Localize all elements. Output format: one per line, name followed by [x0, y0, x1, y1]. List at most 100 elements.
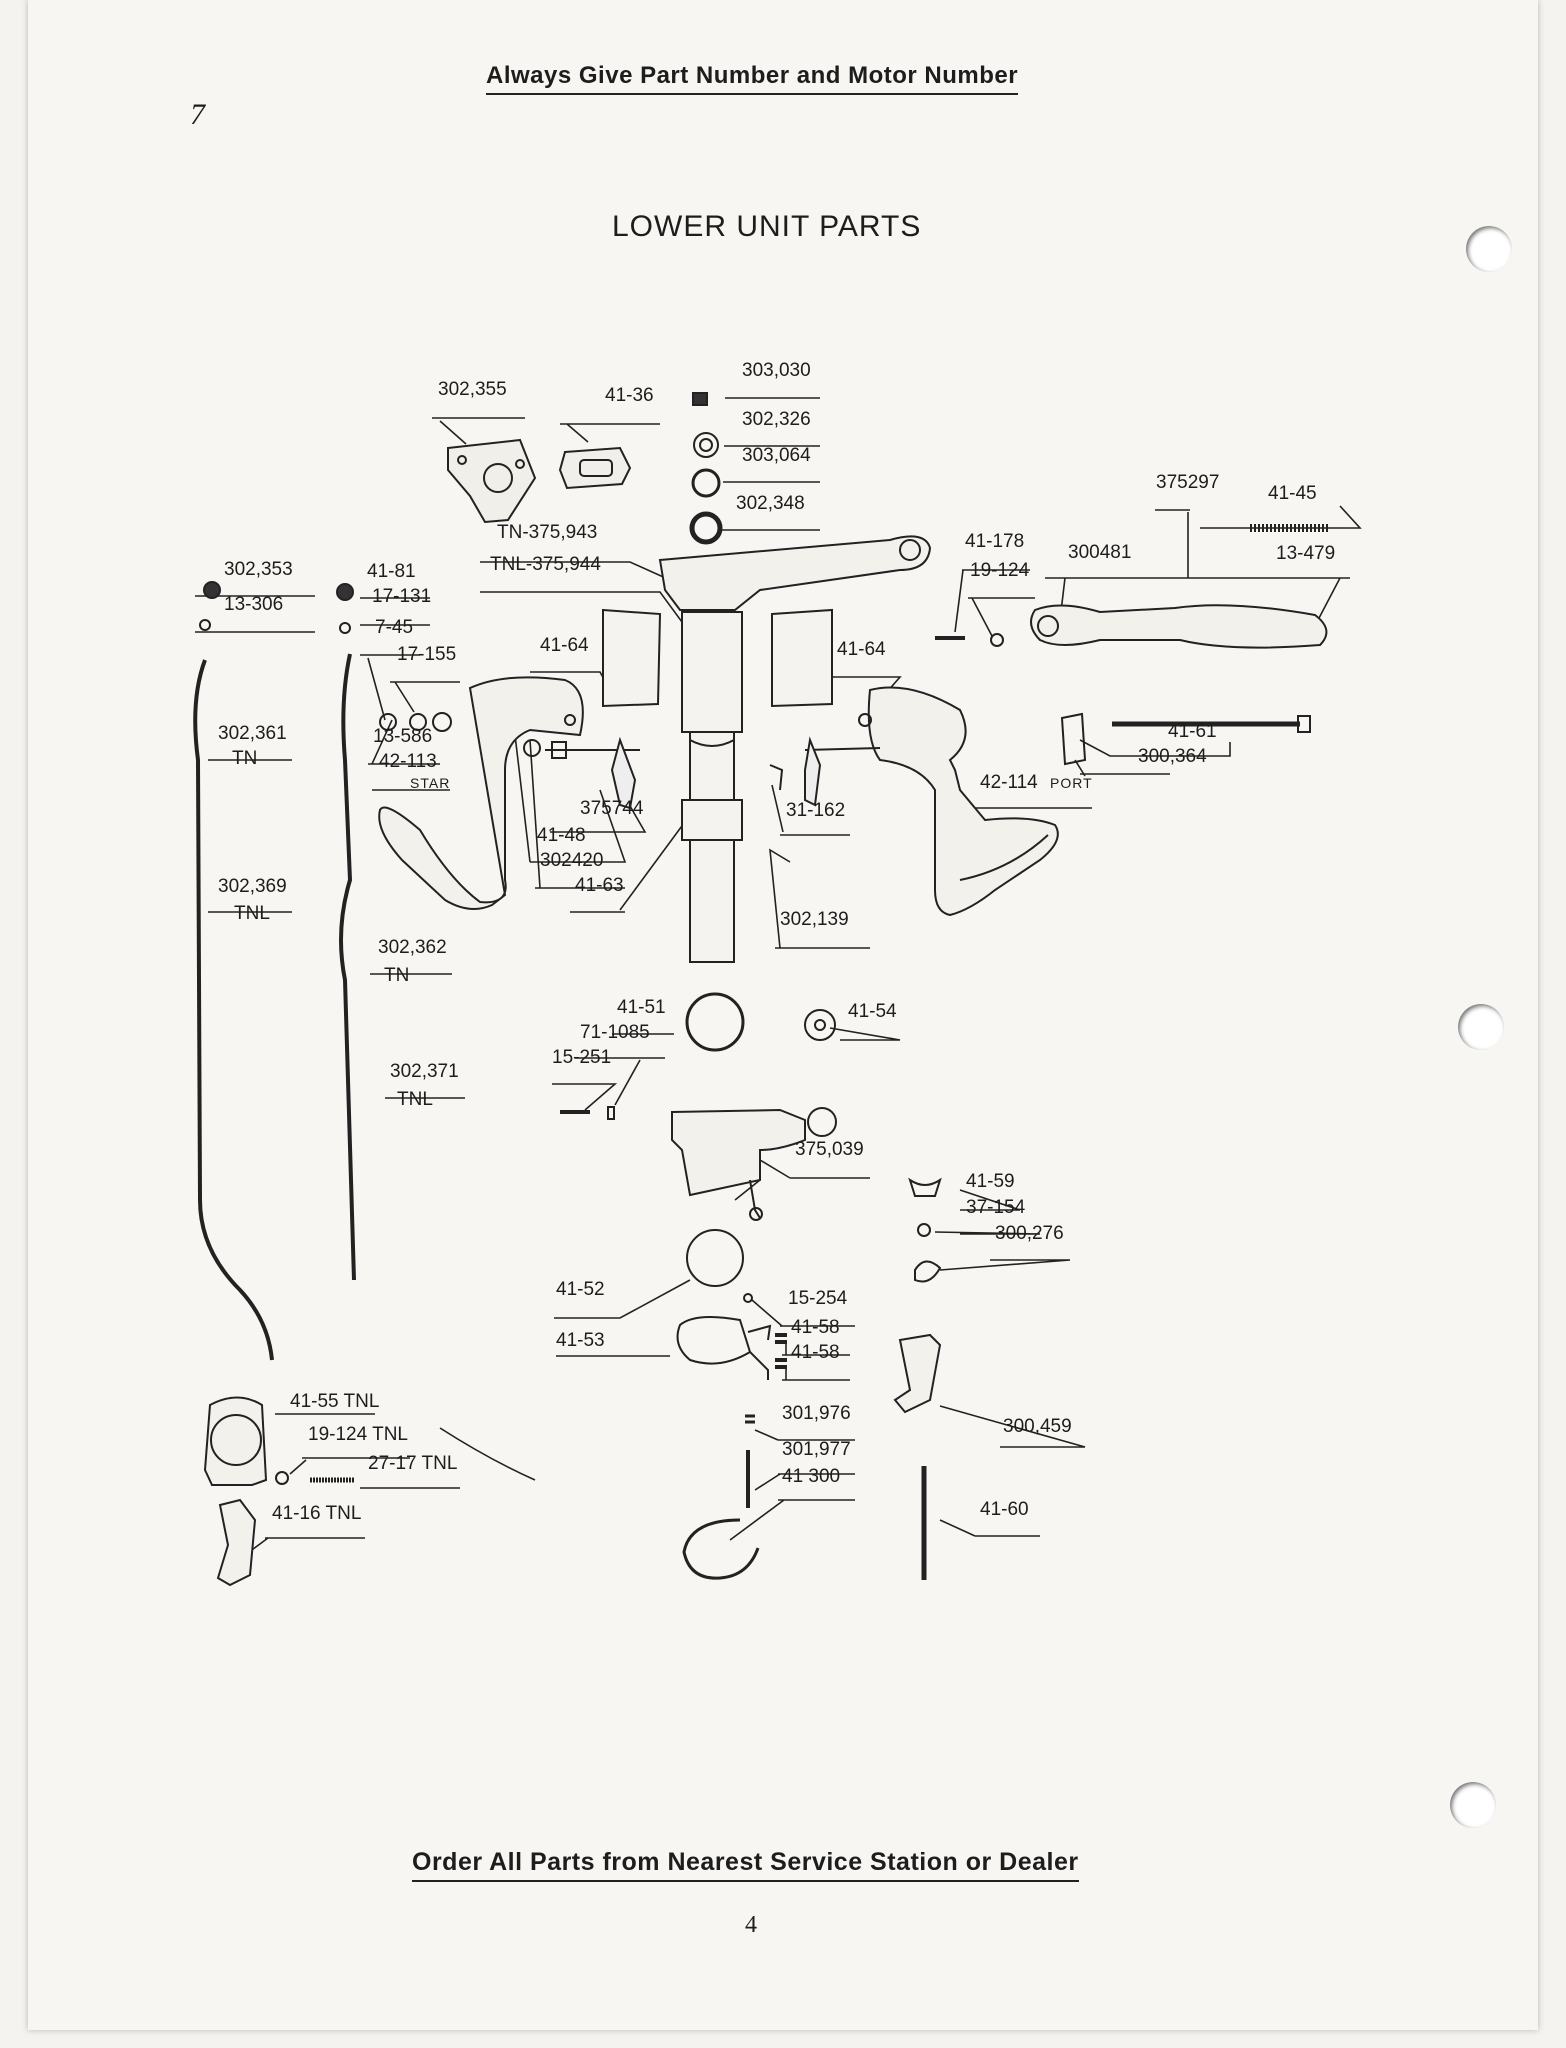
part-label: TN [384, 965, 410, 986]
part-label: STAR [410, 775, 451, 791]
ring-13-306 [199, 619, 211, 631]
springs-41-58 [775, 1333, 787, 1369]
part-label: 41-55 TNL [290, 1391, 380, 1412]
part-label: 13-479 [1276, 543, 1336, 564]
bolt-41-61 [1112, 715, 1311, 733]
binder-hole-bottom [1450, 1782, 1496, 1828]
part-label: 301,977 [782, 1439, 851, 1460]
tiller-handle-300481 [1030, 604, 1328, 649]
washer-17-155 [432, 712, 452, 732]
cap-302353 [203, 581, 221, 599]
part-label: 302,362 [378, 937, 447, 958]
part-label: 41-53 [556, 1330, 605, 1351]
plate-300364 [1060, 712, 1087, 766]
corner-mark: 7 [190, 98, 205, 131]
part-label: 41-58 [791, 1317, 840, 1338]
part-label: 15-254 [788, 1288, 848, 1309]
page-footer: Order All Parts from Nearest Service Sta… [412, 1848, 1079, 1882]
part-label: 375297 [1156, 472, 1220, 493]
part-label: 300,276 [995, 1223, 1064, 1244]
clamp-bracket-42-113-star [378, 676, 584, 910]
binder-hole-middle [1458, 1004, 1504, 1050]
ring-17-131 [339, 622, 351, 634]
part-label: 303,064 [742, 445, 811, 466]
steering-arm-375943 [658, 535, 932, 611]
part-label: 302,326 [742, 409, 811, 430]
part-label: 71-1085 [580, 1022, 650, 1043]
part-label: 19-124 [970, 560, 1030, 581]
part-label: 41-51 [617, 997, 666, 1018]
part-label: 375,039 [795, 1139, 864, 1160]
ring-41-51 [685, 992, 745, 1052]
rod-302362 [339, 653, 356, 1281]
gasket-41-36 [558, 446, 632, 490]
part-label: 42-114 [980, 772, 1038, 793]
clamp-41-55-tnl [203, 1396, 268, 1486]
clip-300276 [914, 1260, 942, 1283]
part-label: 41-64 [837, 639, 886, 660]
part-label: 41-81 [367, 561, 416, 582]
part-label: 303,030 [742, 360, 811, 381]
clamp-41-16-tnl [216, 1498, 257, 1587]
page-number: 4 [745, 1912, 757, 1938]
part-label: 302,355 [438, 379, 507, 400]
part-label: 13-586 [373, 726, 433, 747]
part-label: 27-17 TNL [368, 1453, 458, 1474]
washer-37-154 [917, 1223, 931, 1237]
screw-15-251 [560, 1106, 615, 1120]
upper-gasket-302355 [447, 438, 537, 524]
part-label: PORT [1050, 775, 1093, 791]
part-label: 41-16 TNL [272, 1503, 362, 1524]
swivel-tube-41-63 [681, 611, 743, 963]
part-label: 302420 [540, 850, 604, 871]
part-label: 302,353 [224, 559, 293, 580]
part-label: 17-131 [372, 586, 432, 607]
part-label: 41-64 [540, 635, 589, 656]
part-label: 41-178 [965, 531, 1025, 552]
part-label: TNL-375,944 [490, 554, 601, 575]
part-label: 41-54 [848, 1001, 897, 1022]
part-label: 302,369 [218, 876, 287, 897]
part-label: 41-59 [966, 1171, 1015, 1192]
paper-sheet [28, 0, 1538, 2030]
part-label: 37-154 [966, 1197, 1026, 1218]
washer-19-124-tnl [275, 1471, 289, 1485]
part-label: TNL [397, 1089, 433, 1110]
ring-41300 [682, 1518, 760, 1580]
bushing-41-64-right [771, 608, 833, 708]
part-label: 41 300 [782, 1466, 841, 1487]
spring-303030 [692, 392, 708, 406]
part-label: 302,361 [218, 723, 287, 744]
part-label: TN [232, 748, 258, 769]
washer-19-124 [990, 633, 1004, 647]
part-label: 301,976 [782, 1403, 851, 1424]
part-label: 7-45 [375, 617, 414, 638]
clamp-bracket-42-114-port [858, 686, 1059, 917]
bushing-41-64-left [602, 608, 662, 708]
washer-302326-hole [699, 438, 713, 452]
part-label: 31-162 [786, 800, 846, 821]
part-label: 302,371 [390, 1061, 459, 1082]
part-label: 19-124 TNL [308, 1424, 408, 1445]
part-label: 41-45 [1268, 483, 1317, 504]
part-label: 300481 [1068, 542, 1132, 563]
part-label: TNL [234, 903, 270, 924]
thumb-screw-375744 [545, 736, 640, 810]
cap-41-81 [336, 583, 354, 601]
nut-13-586 [379, 713, 397, 731]
wing-nut-41-59 [908, 1177, 942, 1197]
part-label: 41-36 [605, 385, 654, 406]
part-label: 300,459 [1003, 1416, 1072, 1437]
binder-hole-top [1466, 226, 1512, 272]
part-label: 17-155 [397, 644, 457, 665]
part-label: 41-61 [1168, 721, 1217, 742]
thumb-screw-port [804, 736, 881, 807]
part-label: 42-113 [379, 751, 437, 772]
o-ring-303064 [691, 468, 721, 498]
part-label: 41-48 [537, 825, 586, 846]
part-label: 41-63 [575, 875, 624, 896]
rod-302361 [193, 659, 274, 1361]
clamp-half-300459 [893, 1333, 942, 1414]
